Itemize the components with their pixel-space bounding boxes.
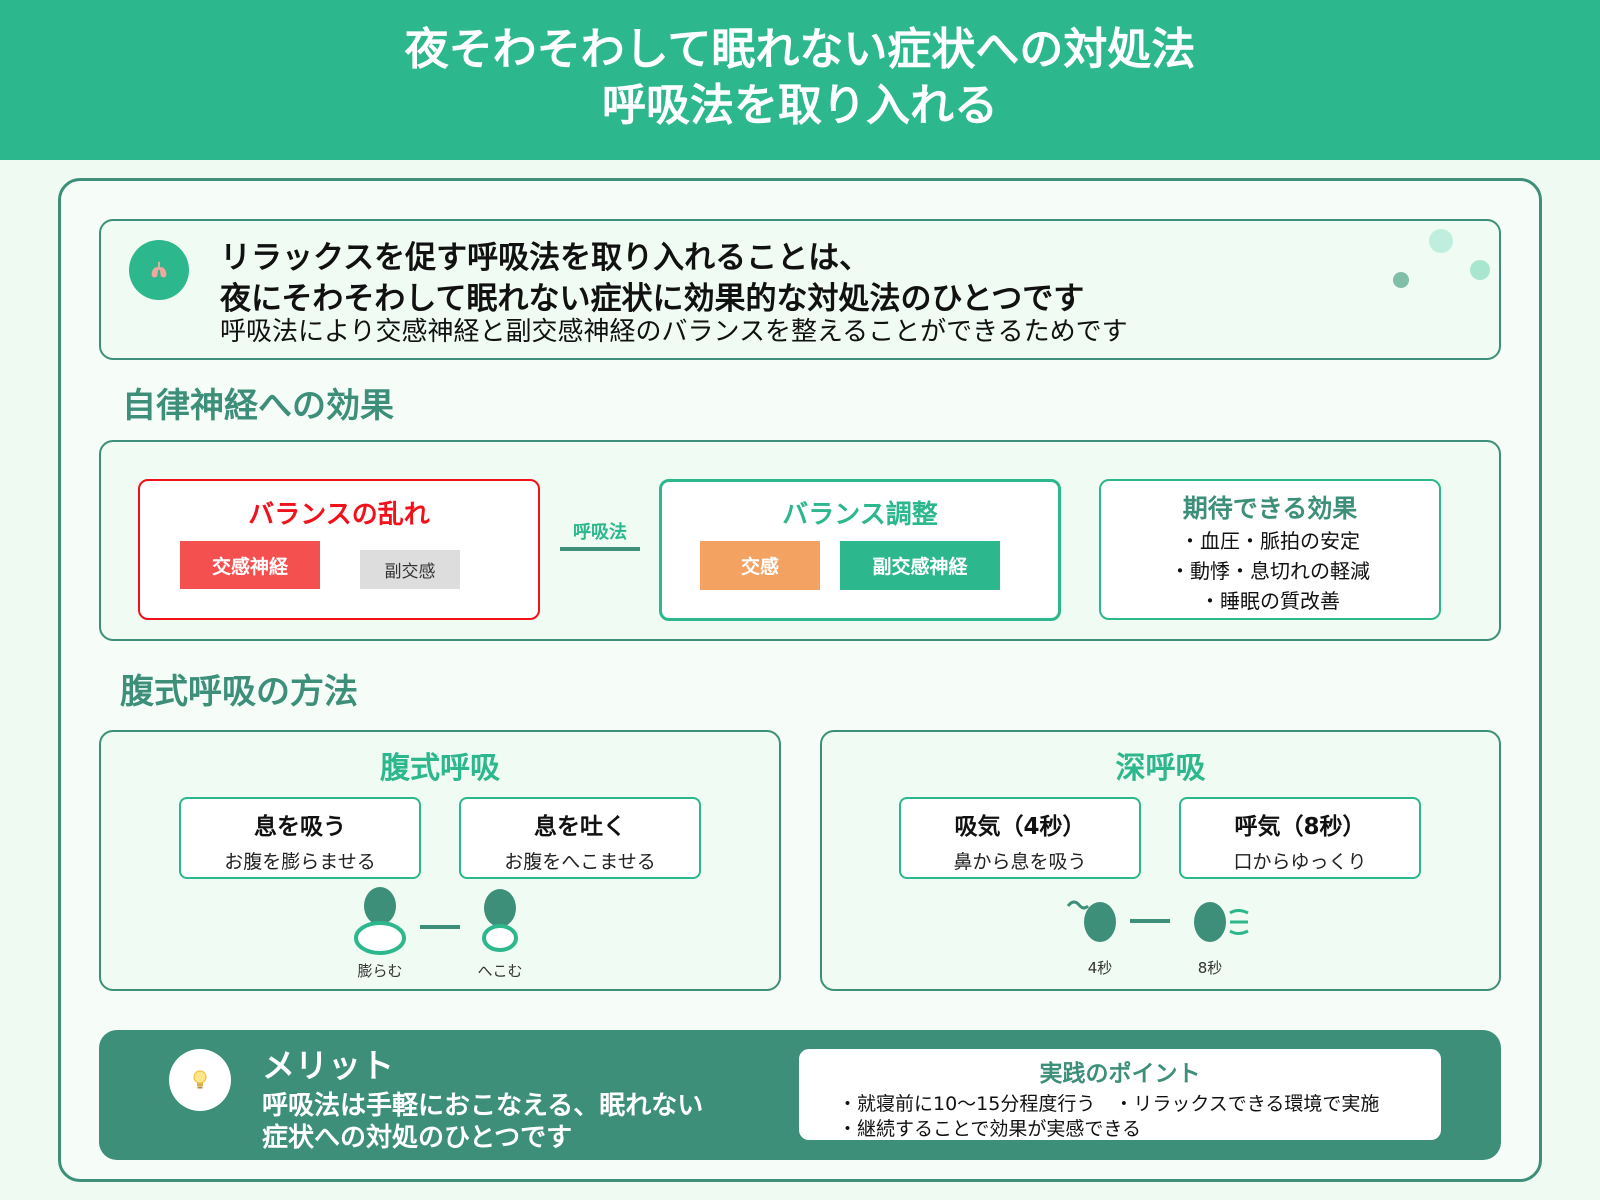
caption-inflate: 膨らむ bbox=[357, 962, 403, 980]
abdominal-diagram bbox=[354, 887, 518, 955]
decor-dot-small bbox=[1393, 272, 1409, 288]
page-subtitle: 呼吸法を取り入れる bbox=[602, 80, 998, 131]
inhale-air-icon bbox=[1066, 900, 1090, 910]
step-inhale-desc: お腹を膨らませる bbox=[224, 851, 376, 873]
lightbulb-icon-circle bbox=[169, 1049, 231, 1111]
intro-heading-line2: 夜にそわそわして眠れない症状に効果的な対処法のひとつです bbox=[220, 281, 1085, 317]
step-breath-out-title: 呼気（8秒） bbox=[1234, 814, 1366, 840]
abdominal-connector bbox=[420, 925, 460, 929]
connector-label: 呼吸法 bbox=[573, 522, 627, 543]
merit-description-line1: 呼吸法は手軽におこなえる、眠れない bbox=[262, 1091, 704, 1121]
effect-item: ・血圧・脈拍の安定 bbox=[1180, 529, 1360, 553]
practice-point-line1: ・就寝前に10〜15分程度行う ・リラックスできる環境で実施 bbox=[838, 1093, 1380, 1115]
step-inhale-card: 息を吸う お腹を膨らませる bbox=[179, 797, 421, 879]
step-exhale-desc: お腹をへこませる bbox=[504, 851, 656, 873]
body-head-deflated bbox=[484, 889, 516, 927]
merit-description-line2: 症状への対処のひとつです bbox=[262, 1123, 573, 1153]
abdominal-title: 腹式呼吸 bbox=[380, 751, 500, 786]
belly-deflated-icon bbox=[482, 924, 518, 952]
tag-sympathetic-strong: 交感神経 bbox=[180, 541, 320, 589]
step-breath-in-card: 吸気（4秒） 鼻から息を吸う bbox=[899, 797, 1141, 879]
practice-points-box bbox=[799, 1049, 1441, 1140]
caption-4sec: 4秒 bbox=[1087, 959, 1113, 977]
exhale-air-icon bbox=[1229, 909, 1249, 935]
step-breath-in-title: 吸気（4秒） bbox=[954, 814, 1086, 840]
head-inhale-icon bbox=[1084, 902, 1116, 942]
connector-line bbox=[560, 547, 640, 551]
lungs-icon bbox=[151, 261, 167, 278]
tag-parasympathetic-balanced: 副交感神経 bbox=[840, 541, 1000, 590]
deep-breathing-diagram bbox=[1066, 900, 1249, 942]
section-title-method: 腹式呼吸の方法 bbox=[120, 672, 358, 712]
effects-card bbox=[1099, 479, 1441, 620]
step-breath-out-card: 呼気（8秒） 口からゆっくり bbox=[1179, 797, 1421, 879]
effects-title: 期待できる効果 bbox=[1182, 494, 1358, 523]
effect-item: ・睡眠の質改善 bbox=[1200, 589, 1340, 613]
decor-dot-medium bbox=[1470, 260, 1490, 280]
body-head-inflated bbox=[364, 887, 396, 925]
section-title-autonomic: 自律神経への効果 bbox=[122, 386, 394, 426]
step-exhale-card: 息を吐く お腹をへこませる bbox=[459, 797, 701, 879]
imbalance-title: バランスの乱れ bbox=[248, 500, 430, 530]
page-title: 夜そわそわして眠れない症状への対処法 bbox=[404, 24, 1196, 75]
intro-heading-line1: リラックスを促す呼吸法を取り入れることは、 bbox=[220, 240, 871, 276]
deep-breathing-connector bbox=[1130, 919, 1170, 923]
caption-8sec: 8秒 bbox=[1197, 959, 1223, 977]
step-inhale-title: 息を吸う bbox=[254, 814, 346, 840]
deep-breathing-title: 深呼吸 bbox=[1115, 751, 1206, 786]
intro-description: 呼吸法により交感神経と副交感神経のバランスを整えることができるためです bbox=[220, 317, 1128, 347]
tag-sympathetic-balanced: 交感 bbox=[700, 541, 820, 590]
caption-deflate: へこむ bbox=[477, 962, 523, 980]
merit-title: メリット bbox=[262, 1046, 394, 1085]
practice-point-line2: ・継続することで効果が実感できる bbox=[838, 1118, 1142, 1140]
lungs-icon-circle bbox=[129, 240, 189, 300]
header-banner: 夜そわそわして眠れない症状への対処法 呼吸法を取り入れる bbox=[0, 0, 1600, 160]
effect-item: ・動悸・息切れの軽減 bbox=[1170, 559, 1370, 583]
step-exhale-title: 息を吐く bbox=[534, 814, 626, 840]
step-breath-in-desc: 鼻から息を吸う bbox=[953, 851, 1087, 873]
step-breath-out-desc: 口からゆっくり bbox=[1233, 851, 1367, 873]
decor-dot-large bbox=[1429, 229, 1453, 253]
head-exhale-icon bbox=[1194, 902, 1226, 942]
balance-title: バランス調整 bbox=[782, 500, 938, 530]
intro-box bbox=[99, 219, 1501, 360]
lightbulb-icon bbox=[193, 1070, 207, 1089]
belly-inflated-icon bbox=[354, 921, 406, 955]
practice-points-title: 実践のポイント bbox=[1039, 1061, 1201, 1087]
tag-parasympathetic-weak: 副交感 bbox=[360, 550, 460, 589]
